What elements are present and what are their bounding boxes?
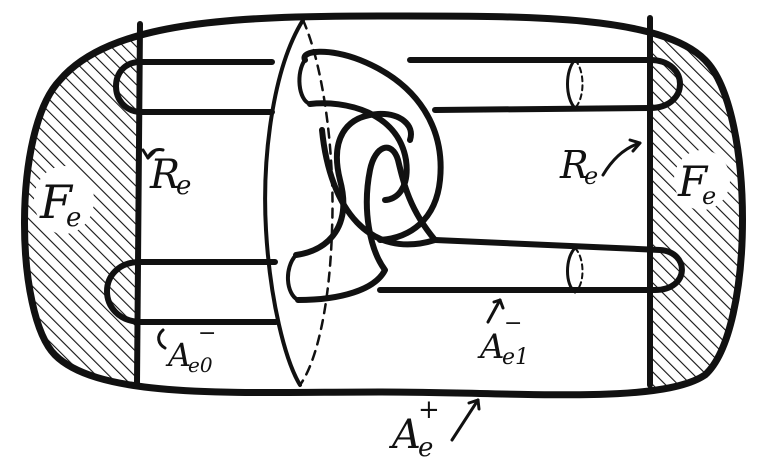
r-e-right-subscript: e — [584, 162, 598, 190]
f-e-left-subscript: e — [66, 203, 81, 233]
r-e-right-label: R — [559, 143, 589, 187]
central-disk-back — [298, 18, 334, 387]
a-e0-subscript: e0 — [188, 353, 213, 377]
upper-right-handle — [407, 57, 683, 113]
upper-right-tube-cut-dashed — [574, 59, 584, 109]
outer-body-outline — [21, 12, 746, 399]
a-e1-subscript: e1 — [502, 345, 529, 370]
left-boundary-line — [134, 21, 143, 386]
arrow-r-e-right-head — [628, 138, 642, 153]
r-e-left-subscript: e — [176, 171, 191, 201]
upper-right-tube-cut — [566, 58, 577, 110]
a-e0-superscript: − — [198, 321, 216, 346]
arrow-a-e-plus-head — [467, 398, 481, 411]
a-e-plus-label: A — [388, 412, 421, 458]
right-label-patch — [674, 150, 730, 210]
arrow-r-e-right — [601, 141, 642, 177]
arrow-a-e0 — [157, 328, 167, 350]
lower-left-handle — [104, 259, 279, 325]
a-e1-label: A — [477, 327, 505, 367]
left-label-patch — [34, 166, 94, 234]
lower-tube-mouth — [286, 253, 300, 302]
central-disk-front — [263, 18, 305, 387]
arrow-a-e1-head — [492, 298, 505, 310]
a-e0-label: A — [165, 336, 191, 374]
arrow-a-e1 — [486, 298, 502, 324]
arrow-a-e-plus — [450, 398, 480, 442]
f-e-right-label: F — [677, 157, 709, 206]
lower-tube-outer — [293, 110, 414, 258]
a-e1-superscript: − — [504, 311, 522, 336]
lower-right-tube-cut — [566, 246, 577, 294]
lower-tube-sweep — [319, 127, 438, 248]
upper-tube-mouth — [297, 58, 312, 106]
f-e-left-label: F — [39, 175, 74, 229]
lower-right-tube-cut-dashed — [574, 247, 584, 293]
a-e-plus-subscript: e — [418, 433, 433, 460]
arrow-r-e-left-head — [141, 148, 156, 160]
lower-tube-inner — [295, 144, 438, 303]
upper-left-handle — [113, 59, 275, 115]
f-e-right-subscript: e — [702, 182, 716, 210]
upper-tube-inner — [307, 100, 410, 203]
lower-right-handle — [377, 237, 685, 293]
r-e-left-label: R — [149, 152, 180, 198]
a-e-plus-superscript: + — [418, 395, 440, 425]
